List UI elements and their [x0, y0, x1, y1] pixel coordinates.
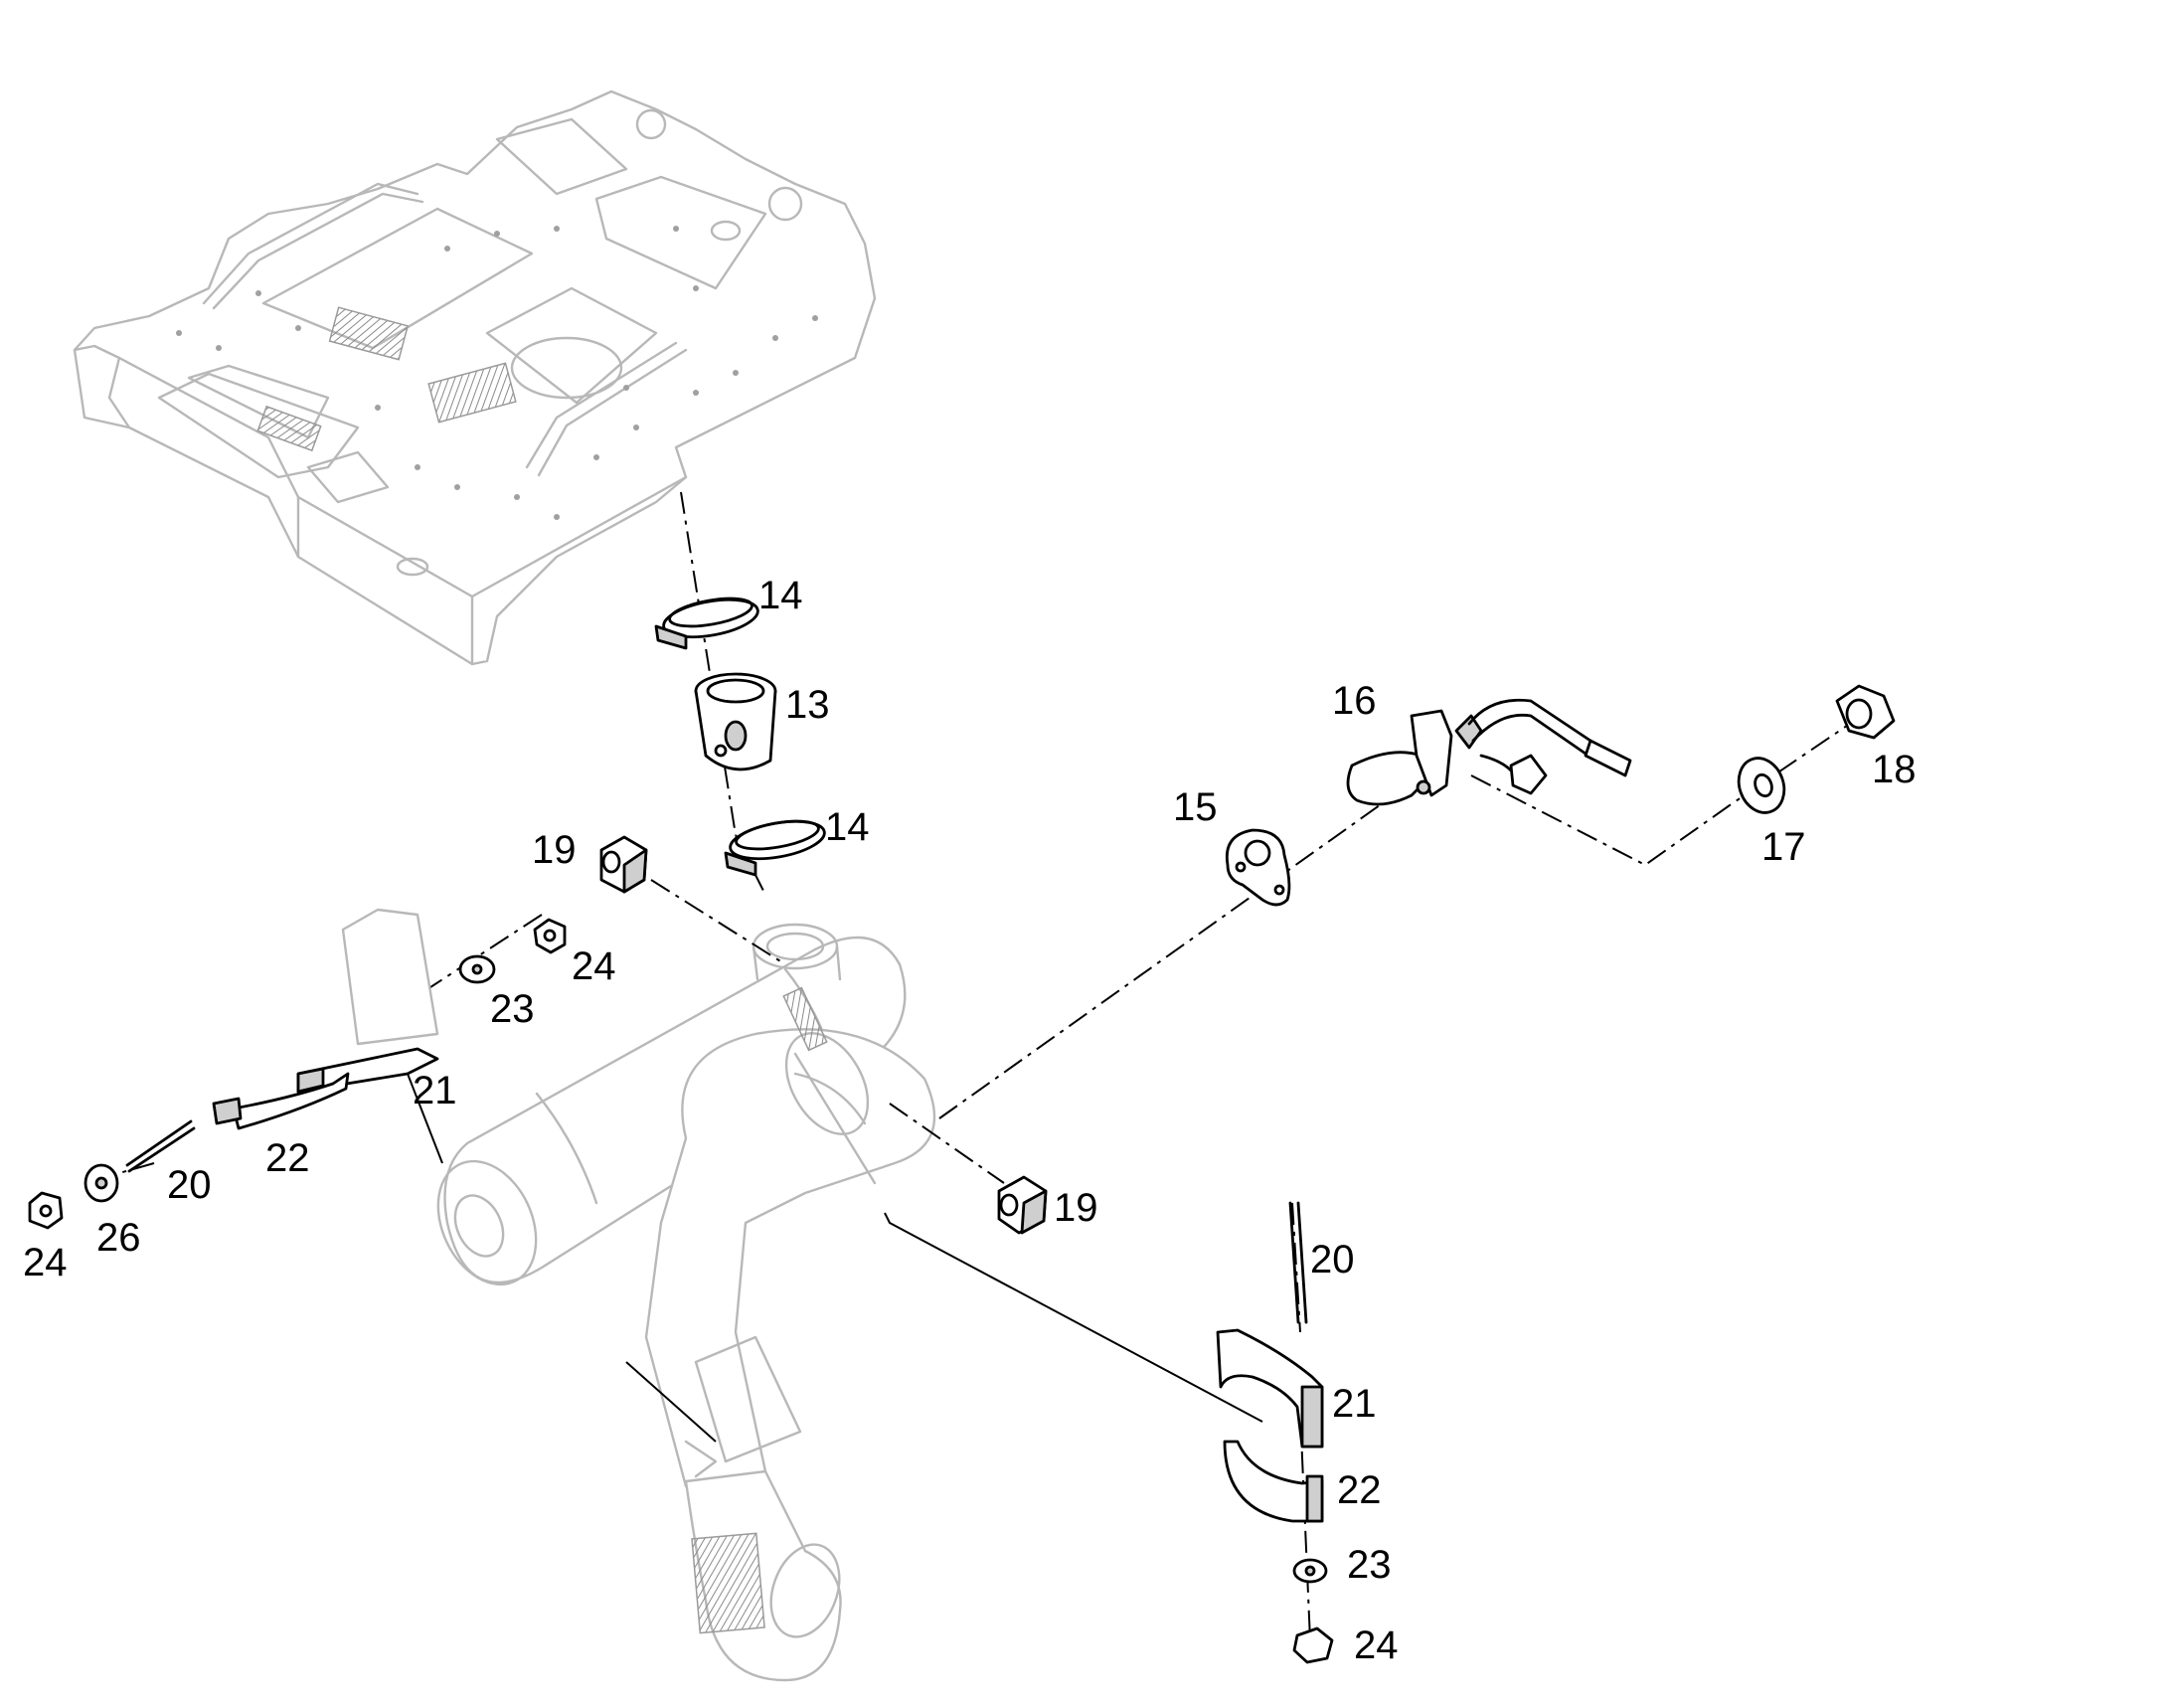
callout-14-upper: 14: [758, 574, 803, 617]
part-22-strap-right: [1223, 1440, 1324, 1523]
part-26-washer: [84, 1163, 119, 1203]
callout-18: 18: [1872, 748, 1917, 791]
callout-19-lower: 19: [1054, 1186, 1098, 1230]
part-19-nut-upper: [599, 835, 648, 894]
part-24-nut-left: [28, 1191, 64, 1230]
part-17-washer: [1737, 757, 1786, 814]
part-23-washer-right: [1292, 1558, 1328, 1584]
callout-26: 26: [96, 1216, 141, 1260]
callout-21-right: 21: [1332, 1382, 1377, 1426]
callout-20-right: 20: [1310, 1238, 1355, 1281]
part-23-washer-upper: [458, 954, 496, 984]
part-18-nut: [1835, 684, 1896, 740]
hood-cover-ghost: [73, 89, 877, 666]
callout-15: 15: [1173, 785, 1218, 829]
callout-13: 13: [785, 683, 830, 727]
callout-24-left: 24: [23, 1241, 68, 1284]
part-13-hose-coupling: [694, 672, 777, 771]
part-24-nut-upper: [533, 918, 567, 954]
part-14-clamp-lower: [724, 819, 826, 877]
part-19-nut-lower: [997, 1175, 1048, 1235]
callout-17: 17: [1761, 825, 1806, 869]
callout-20-left: 20: [167, 1163, 212, 1207]
callout-16: 16: [1332, 679, 1377, 723]
callout-22-right: 22: [1337, 1468, 1382, 1512]
callout-19-upper: 19: [532, 828, 577, 872]
part-21-bracket-lower: [1216, 1328, 1324, 1449]
callout-23-right: 23: [1347, 1543, 1392, 1587]
part-24-nut-right: [1292, 1626, 1334, 1664]
callout-21-left: 21: [413, 1069, 457, 1112]
callout-23-upper: 23: [490, 987, 535, 1031]
callout-labels: 14 13 14 16 18 15 17 19 24 23 21 22 20 2…: [23, 574, 1917, 1667]
muffler-assembly-ghost: [436, 923, 936, 1682]
callout-24-right: 24: [1354, 1623, 1399, 1667]
part-21-bracket-upper: [296, 908, 439, 1094]
part-20-bolt-left: [125, 1119, 196, 1173]
part-14-clamp-top: [654, 597, 759, 650]
callout-24-upper: 24: [572, 944, 616, 988]
part-20-bolt-right: [1288, 1201, 1308, 1324]
part-22-strap: [212, 1072, 350, 1130]
callout-22-left: 22: [265, 1136, 310, 1180]
part-16-sensor: [1346, 698, 1632, 806]
callout-14-lower: 14: [825, 805, 870, 849]
part-15-gasket: [1225, 828, 1291, 907]
